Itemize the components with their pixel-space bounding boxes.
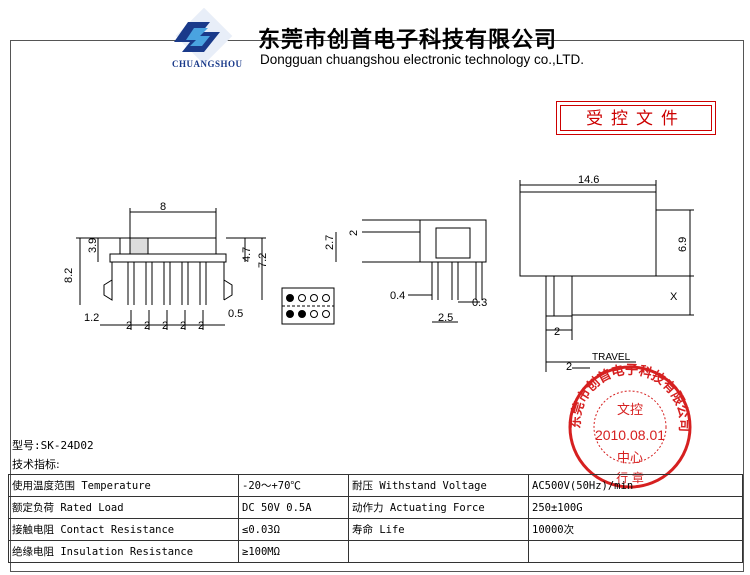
spec-cell: 10000次 xyxy=(528,518,743,541)
dim-pitch-2: 2 xyxy=(144,320,150,332)
drawing-frame xyxy=(10,40,744,572)
seal-center-top: 文控 xyxy=(617,403,643,418)
dim-2-side: 2 xyxy=(348,230,360,236)
dim-2-travel: 2 xyxy=(566,361,572,373)
svg-text:东莞市创首电子科技有限公司: 东莞市创首电子科技有限公司 xyxy=(568,362,691,432)
dim-8-2: 8.2 xyxy=(63,268,75,283)
dim-pitch-3: 2 xyxy=(162,320,168,332)
dim-2-5: 2.5 xyxy=(438,312,453,324)
spec-cell: 接触电阻 Contact Resistance xyxy=(8,518,239,541)
dim-2-7: 2.7 xyxy=(324,235,336,250)
dim-6-9: 6.9 xyxy=(677,237,689,252)
dim-pitch-5: 2 xyxy=(198,320,204,332)
spec-cell xyxy=(528,540,743,563)
hole-pattern xyxy=(281,287,335,325)
technical-drawing: 8 3.9 8.2 4.7 7.2 1.2 0.5 2 2 2 2 2 2.7 … xyxy=(63,174,694,373)
top-view xyxy=(519,180,694,372)
controlled-document-label: 受控文件 xyxy=(560,105,712,131)
front-view xyxy=(76,208,266,330)
spec-cell: DC 50V 0.5A xyxy=(238,496,349,519)
company-logo xyxy=(160,7,248,72)
dim-pitch-1: 2 xyxy=(126,320,132,332)
spec-cell: 耐压 Withstand Voltage xyxy=(348,474,529,497)
table-row: 使用温度范围 Temperature -20～+70℃ 耐压 Withstand… xyxy=(8,474,743,497)
dim-2-top: 2 xyxy=(554,326,560,338)
side-view xyxy=(335,219,487,323)
dim-8: 8 xyxy=(160,201,166,213)
spec-cell: 寿命 Life xyxy=(348,518,529,541)
dim-4-7: 4.7 xyxy=(241,247,253,262)
spec-cell: 使用温度范围 Temperature xyxy=(8,474,239,497)
controlled-document-box xyxy=(556,101,716,135)
model-number: 型号:SK-24D02 xyxy=(12,439,94,452)
seal-date: 2010.08.01 xyxy=(595,427,665,443)
dim-7-2: 7.2 xyxy=(257,253,269,268)
dim-0-4: 0.4 xyxy=(390,290,405,302)
spec-cell: ≥100MΩ xyxy=(238,540,349,563)
spec-title: 技术指标: xyxy=(12,458,60,471)
company-name-cn: 东莞市创首电子科技有限公司 xyxy=(258,27,558,53)
company-seal: 东莞市创首电子科技有限公司 文控 2010.08.01 中心 行 章 xyxy=(568,362,692,489)
spec-cell: AC500V(50Hz)/min xyxy=(528,474,743,497)
logo-caption: CHUANGSHOU xyxy=(172,59,243,69)
spec-cell: 250±100G xyxy=(528,496,743,519)
dim-1-2: 1.2 xyxy=(84,312,99,324)
dim-pitch-4: 2 xyxy=(180,320,186,332)
table-row: 绝缘电阻 Insulation Resistance ≥100MΩ xyxy=(8,540,743,563)
dim-x: X xyxy=(670,291,678,303)
dim-3-9: 3.9 xyxy=(87,238,99,253)
dim-0-5: 0.5 xyxy=(228,308,243,320)
spec-cell: ≤0.03Ω xyxy=(238,518,349,541)
company-name-en: Dongguan chuangshou electronic technolog… xyxy=(260,52,584,67)
travel-label: TRAVEL xyxy=(592,352,631,363)
spec-cell xyxy=(348,540,529,563)
dim-14-6: 14.6 xyxy=(578,174,599,186)
spec-cell: 绝缘电阻 Insulation Resistance xyxy=(8,540,239,563)
spec-table: 使用温度范围 Temperature -20～+70℃ 耐压 Withstand… xyxy=(8,474,743,563)
spec-cell: 额定负荷 Rated Load xyxy=(8,496,239,519)
table-row: 接触电阻 Contact Resistance ≤0.03Ω 寿命 Life 1… xyxy=(8,518,743,541)
spec-cell: -20～+70℃ xyxy=(238,474,349,497)
seal-center-bottom: 中心 xyxy=(617,451,643,466)
table-row: 额定负荷 Rated Load DC 50V 0.5A 动作力 Actuatin… xyxy=(8,496,743,519)
seal-ring-text: 东莞市创首电子科技有限公司 xyxy=(568,362,691,432)
dim-0-3: 0.3 xyxy=(472,297,487,309)
spec-cell: 动作力 Actuating Force xyxy=(348,496,529,519)
